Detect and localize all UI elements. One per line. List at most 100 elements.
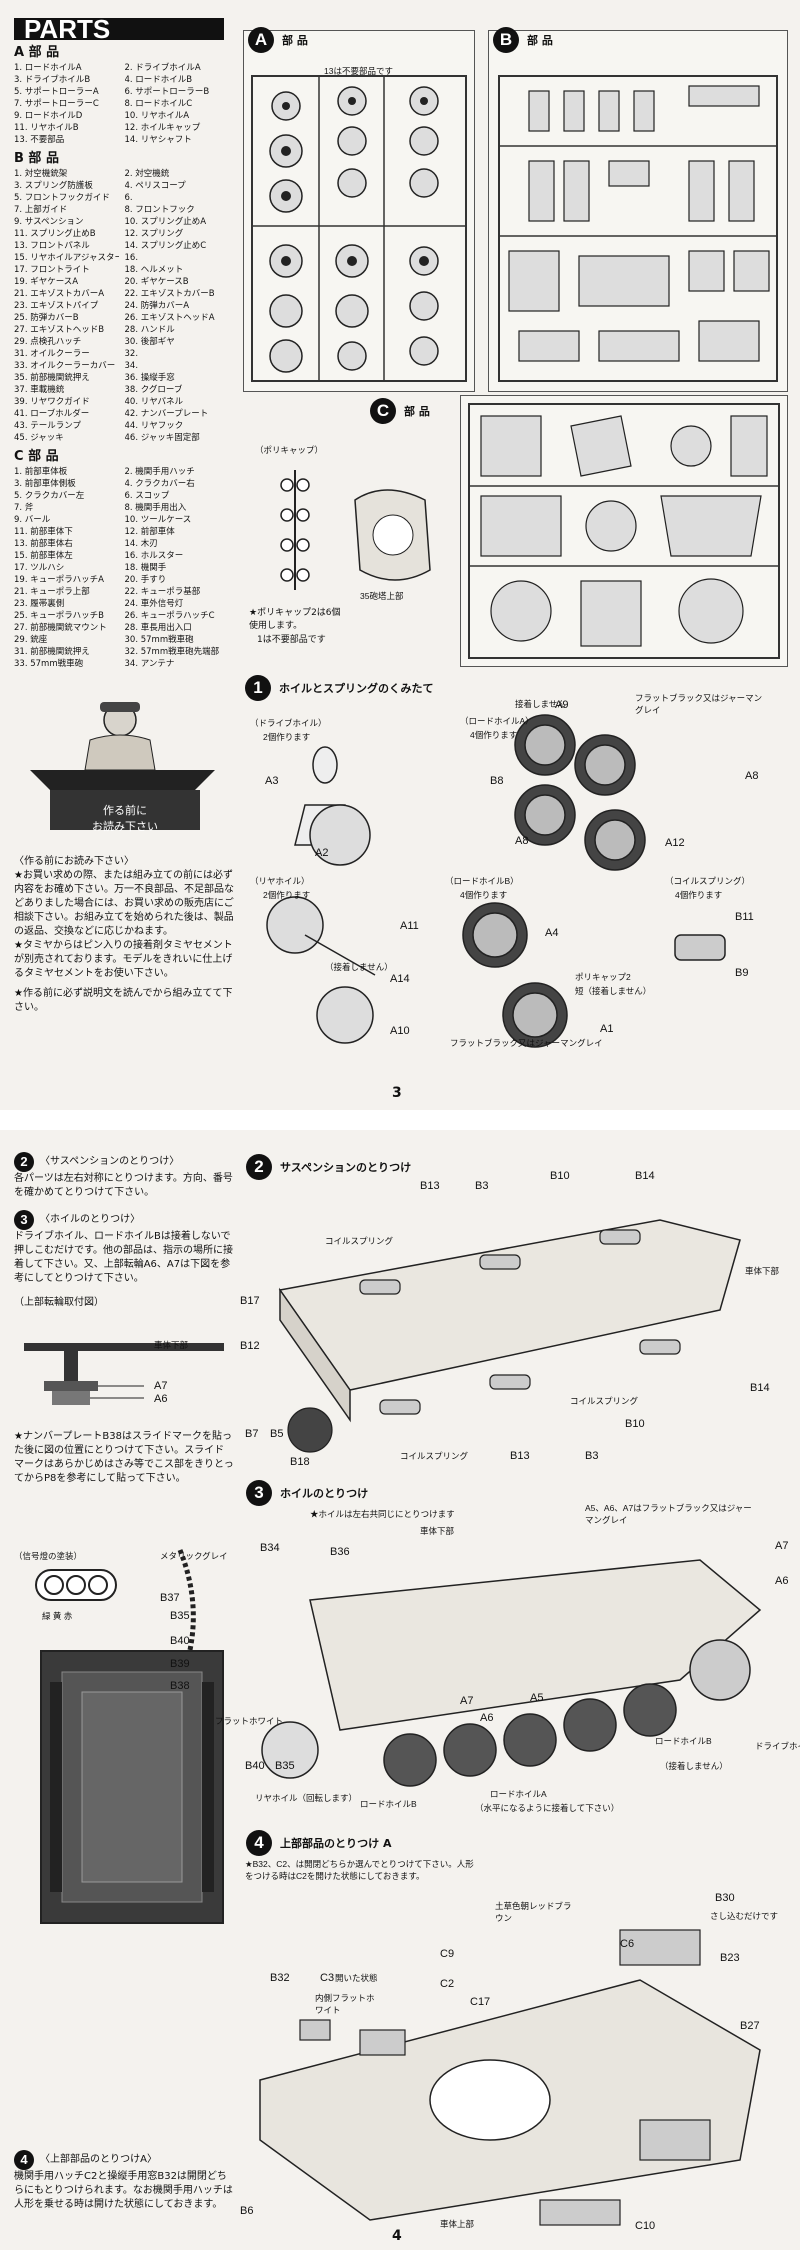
soldier-at-desk-illustration [30, 702, 215, 830]
part-list-item: 1. 対空機銃架 [14, 169, 68, 179]
d3-wheels-drawing [177, 1549, 762, 1787]
part-list-item: 19. ギヤケースA [14, 277, 79, 287]
part-list-item: 41. ローブホルダー [14, 409, 90, 419]
part-list-item: 17. フロントライト [14, 265, 90, 275]
part-list-item: 8. フロントフック [124, 205, 195, 215]
part-list-item: 6. スコップ [124, 491, 170, 501]
part-list-item: 12. 前部車体 [124, 527, 175, 537]
part-list-item: 3. 前部車体側板 [14, 479, 76, 489]
part-list-item: 16. ホルスター [124, 551, 184, 561]
part-a4: A4 [545, 927, 559, 939]
mount-diagram-drawing [24, 1343, 224, 1405]
d3-road-a-note: （水平になるように接着して下さい） [475, 1803, 620, 1813]
d3-b40-bottom: B40 [245, 1760, 265, 1772]
d3-b37: B37 [160, 1592, 180, 1604]
part-list-item: 13. フロントパネル [14, 241, 90, 251]
part-list-item: 34. アンテナ [124, 659, 175, 669]
d3-body: 車体下部 [420, 1526, 455, 1536]
part-list-item: 26. キューポラハッチC [124, 611, 215, 621]
hull-photo-drawing [50, 1671, 214, 1903]
part-list-item: 20. ギヤケースB [124, 277, 189, 287]
polycap-hull-label: 35砲塔上部 [360, 591, 404, 601]
part-list-item: 32. [124, 349, 139, 359]
d2-coil-2: コイルスプリング [570, 1396, 639, 1406]
part-a8-right: A8 [745, 770, 759, 782]
signal-colors: 緑 黄 赤 [42, 1611, 73, 1621]
page-4: 2 〈サスペンションのとりつけ〉 各パーツは左右対称にとりつけます。方向、番号を… [0, 1130, 800, 2250]
part-list-item: 19. キューポラハッチA [14, 575, 104, 585]
d2-b3-bottom: B3 [585, 1450, 599, 1462]
d4-b30-note: さし込むだけです [710, 1911, 779, 1921]
d3-rear: リヤホイル（回転します） [255, 1793, 358, 1803]
hull-photo [40, 1650, 224, 1924]
part-list-item: 22. エキゾストカバーB [124, 289, 215, 299]
step-1-drawing [266, 714, 726, 1048]
flat-black-bottom-label: フラットブラック又はジャーマングレイ [450, 1038, 603, 1048]
d2-body: 車体下部 [745, 1266, 780, 1276]
part-b11: B11 [735, 911, 754, 923]
d4-open: 開いた状態 [335, 1973, 378, 1983]
load-a-heading: （ロードホイルA） [460, 716, 534, 726]
part-list-item: 25. キューポラハッチB [14, 611, 104, 621]
d3-road-a: ロードホイルA [490, 1789, 547, 1799]
part-b9: B9 [735, 967, 749, 979]
text-step-4-body: 機関手用ハッチC2と操縦手用窓B32は開閉どちらにもとりつけられます。なお機関手… [14, 2171, 233, 2210]
mount-label-body: 車体下部 [154, 1340, 189, 1350]
section-b-heading: B 部 品 [14, 151, 59, 166]
part-list-item: 2. 対空機銃 [124, 169, 170, 179]
part-list-item: 36. 操縦手窓 [124, 373, 175, 383]
d2-b18: B18 [290, 1456, 310, 1468]
drive-heading: （ドライブホイル） [250, 718, 327, 728]
part-list-item: 37. 車載機銃 [14, 385, 65, 395]
mount-diagram-heading: （上部転輪取付図） [14, 1297, 104, 1308]
part-a11: A11 [400, 920, 419, 932]
part-list-item: 5. フロントフックガイド [14, 193, 110, 203]
step-1-number: 1 [245, 675, 271, 701]
part-list-item: 15. リヤホイルアジャスター [14, 253, 119, 263]
parts-title: PARTS [14, 16, 224, 42]
sheet-a-unused-note: 13は不要部品です [324, 66, 393, 76]
part-list-item: 18. 機関手 [124, 563, 167, 573]
d3-a5: A5 [530, 1692, 544, 1704]
note-1: ★お買い求めの際、または組み立ての前には必ず内容をお確め下さい。万一不良部品、不… [14, 870, 234, 937]
d2-title: サスペンションのとりつけ [280, 1161, 412, 1174]
d4-inside: 内側フラットホワイト [315, 1993, 375, 2015]
part-list-item: 32. 57mm戦車砲先端部 [124, 647, 220, 657]
d3-drive: ドライブホイル [755, 1741, 800, 1751]
part-list-item: 14. リヤシャフト [124, 135, 192, 145]
page-number-3: 3 [392, 1085, 402, 1101]
d4-note: ★B32、C2、は開閉どちらか選んでとりつけて下さい。人形をつける時はC2を開け… [245, 1859, 474, 1881]
text-step-3-heading: 〈ホイルのとりつけ〉 [40, 1214, 141, 1225]
d4-number: 4 [246, 1830, 272, 1856]
part-a2: A2 [315, 847, 329, 859]
part-list-item: 27. 前部機関銃マウント [14, 623, 107, 633]
part-a14: A14 [390, 973, 410, 985]
part-list-item: 14. スプリング止めC [124, 241, 207, 251]
d4-b6: B6 [240, 2205, 254, 2217]
polycap-drawing [280, 470, 431, 590]
d3-road-b2-note: （接着しません） [660, 1761, 728, 1771]
part-list-item: 30. 後部ギヤ [124, 337, 175, 347]
part-list-item: 11. 前部車体下 [14, 527, 73, 537]
signal-lamp-block: （信号燈の塗装） 緑 黄 赤 [14, 1550, 134, 1630]
part-list-item: 28. 車長用出入口 [124, 623, 192, 633]
part-list-item: 3. スプリング防護板 [14, 181, 93, 191]
part-a3: A3 [265, 775, 279, 787]
sprue-sheet-a: A 部 品 13は不要部品です [243, 27, 475, 392]
part-list-item: 4. クラクカバー右 [124, 479, 195, 489]
sprue-sheet-b: B 部 品 [488, 27, 788, 392]
d2-number: 2 [246, 1154, 272, 1180]
d3-b40: B40 [170, 1635, 190, 1647]
before-title: 作る前に [103, 804, 147, 817]
signal-lamp-drawing [35, 1569, 117, 1601]
sprue-sheet-c [460, 395, 788, 667]
part-list-item: 20. 手すり [124, 575, 167, 585]
d3-paint: A5、A6、A7はフラットブラック又はジャーマングレイ [585, 1503, 752, 1525]
d3-a7-mid: A7 [460, 1695, 474, 1707]
part-list-item: 3. ドライブホイルB [14, 75, 91, 85]
d3-a6-right: A6 [775, 1575, 789, 1587]
drive-qty: 2個作ります [263, 732, 311, 742]
d4-b32: B32 [270, 1972, 290, 1984]
